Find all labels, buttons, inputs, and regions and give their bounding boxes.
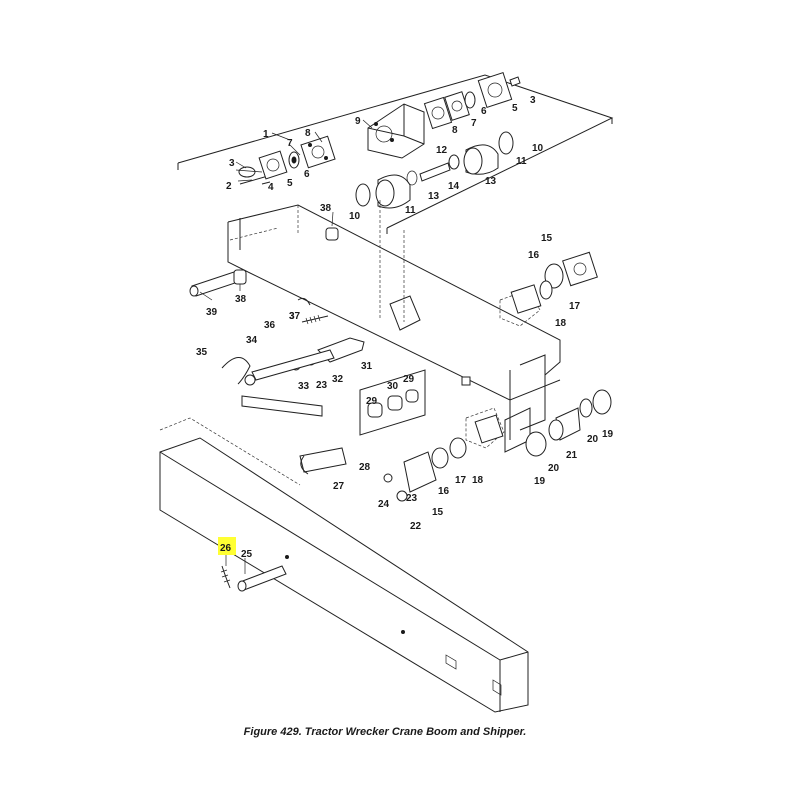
- callout-7: 7: [471, 118, 477, 129]
- callout-6: 6: [304, 169, 310, 180]
- callout-39: 39: [206, 307, 218, 318]
- callout-8: 8: [452, 125, 458, 136]
- callout-1: 1: [263, 129, 269, 140]
- callout-20: 20: [548, 463, 560, 474]
- callout-37: 37: [289, 311, 301, 322]
- callout-20: 20: [587, 434, 599, 445]
- boom-frame: [227, 200, 561, 453]
- callout-10: 10: [532, 143, 544, 154]
- shaft-assembly: [355, 131, 514, 209]
- callout-7: 7: [287, 138, 293, 149]
- callout-19: 19: [602, 429, 614, 440]
- callout-3: 3: [229, 158, 235, 169]
- callout-24: 24: [378, 499, 390, 510]
- callout-33: 33: [298, 381, 310, 392]
- callout-29: 29: [403, 374, 415, 385]
- callout-16: 16: [528, 250, 540, 261]
- callout-13: 13: [485, 176, 497, 187]
- callout-23: 23: [316, 380, 328, 391]
- housing-9: [367, 103, 425, 159]
- callout-18: 18: [472, 475, 484, 486]
- callout-35: 35: [196, 347, 208, 358]
- callout-2: 2: [226, 181, 232, 192]
- mid-parts: [221, 314, 365, 475]
- callout-15: 15: [541, 233, 553, 244]
- callout-18: 18: [555, 318, 567, 329]
- callout-5: 5: [287, 178, 293, 189]
- callout-14: 14: [448, 181, 460, 192]
- callout-28: 28: [359, 462, 371, 473]
- pin-39: [189, 227, 339, 297]
- callout-30: 30: [387, 381, 399, 392]
- callout-29: 29: [366, 396, 378, 407]
- callout-15: 15: [432, 507, 444, 518]
- callout-13: 13: [428, 191, 440, 202]
- callout-38: 38: [320, 203, 332, 214]
- callout-6: 6: [481, 106, 487, 117]
- callout-17: 17: [455, 475, 467, 486]
- callout-21: 21: [566, 450, 578, 461]
- callout-26: 26: [220, 543, 232, 554]
- callout-10: 10: [349, 211, 361, 222]
- callout-9: 9: [355, 116, 361, 127]
- callout-31: 31: [361, 361, 373, 372]
- callout-26-highlight: [218, 537, 236, 555]
- callout-32: 32: [332, 374, 344, 385]
- callout-27: 27: [333, 481, 345, 492]
- right-bearing-group: [423, 72, 521, 130]
- callout-8: 8: [305, 128, 311, 139]
- callout-11: 11: [405, 205, 416, 216]
- callout-3: 3: [289, 311, 295, 322]
- callout-22: 22: [410, 521, 422, 532]
- callout-17: 17: [569, 301, 581, 312]
- callout-11: 11: [516, 156, 527, 167]
- upper-parts-panel: [177, 74, 614, 234]
- callout-19: 19: [534, 476, 546, 487]
- shipper-beam: [159, 417, 529, 713]
- callout-23: 23: [406, 493, 418, 504]
- callout-5: 5: [512, 103, 518, 114]
- callout-4: 4: [268, 182, 274, 193]
- bracket-30: [359, 369, 426, 436]
- callout-12: 12: [436, 145, 448, 156]
- callout-3: 3: [530, 95, 536, 106]
- callout-36: 36: [264, 320, 276, 331]
- leader-lines: [199, 119, 373, 574]
- left-bearing-group: [238, 135, 336, 185]
- callout-38: 38: [235, 294, 247, 305]
- callout-25: 25: [241, 549, 253, 560]
- callout-16: 16: [438, 486, 450, 497]
- figure-caption: Figure 429. Tractor Wrecker Crane Boom a…: [243, 726, 527, 738]
- callout-labels: 1 2 3 3 3 4 5 5 6 6 7 7 8 8 9 10 10 11 1…: [196, 95, 614, 560]
- callout-34: 34: [246, 335, 258, 346]
- upper-right-parts: [499, 251, 598, 327]
- lower-right-parts: [383, 389, 612, 502]
